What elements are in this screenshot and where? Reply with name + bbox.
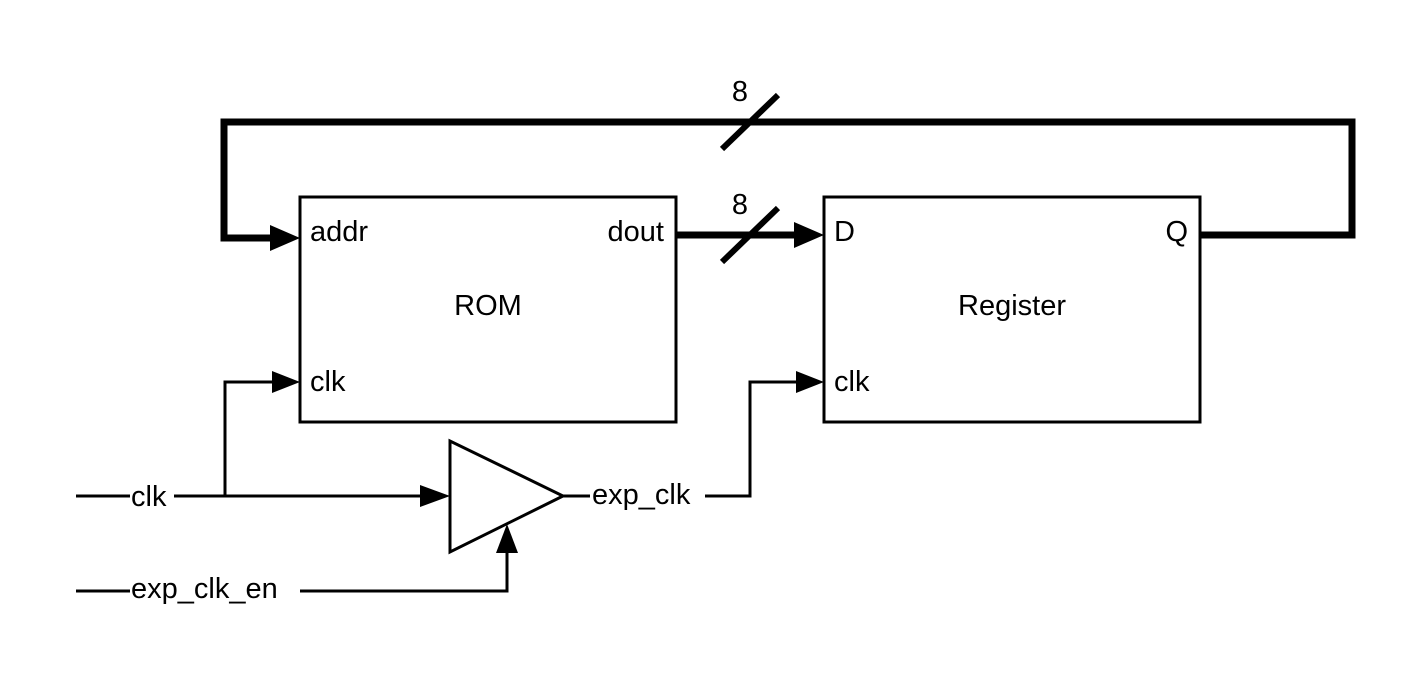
rom-clk-arrowhead xyxy=(272,371,300,393)
data-bus-width-slash xyxy=(719,205,781,265)
rom-title: ROM xyxy=(454,290,522,322)
enable-arrowhead xyxy=(496,524,518,553)
exp-clk-signal-label: exp_clk xyxy=(592,479,691,511)
feedback-bus-wire xyxy=(220,118,1356,242)
data-bus-width-label: 8 xyxy=(732,189,748,221)
rom-port-clk: clk xyxy=(310,366,346,398)
rom-port-addr: addr xyxy=(310,216,368,248)
register-port-d: D xyxy=(834,216,855,248)
register-port-q: Q xyxy=(1165,216,1188,248)
register-block xyxy=(822,195,1202,424)
clock-gate-buffer xyxy=(448,438,567,555)
register-clk-arrowhead xyxy=(796,371,824,393)
addr-arrowhead xyxy=(270,225,300,251)
register-port-clk: clk xyxy=(834,366,870,398)
feedback-bus-width-slash xyxy=(719,92,781,152)
rom-port-dout: dout xyxy=(608,216,664,248)
rom-clk-branch-wire xyxy=(223,380,274,496)
gate-clk-arrowhead xyxy=(420,485,450,507)
rom-block xyxy=(298,195,678,424)
exp-clk-wire-right xyxy=(705,380,798,498)
feedback-bus-width-label: 8 xyxy=(732,76,748,108)
clk-signal-label: clk xyxy=(131,481,167,513)
register-title: Register xyxy=(958,290,1066,322)
exp-clk-en-wire-right xyxy=(300,552,509,593)
exp-clk-en-signal-label: exp_clk_en xyxy=(131,573,278,605)
d-arrowhead xyxy=(794,222,824,248)
